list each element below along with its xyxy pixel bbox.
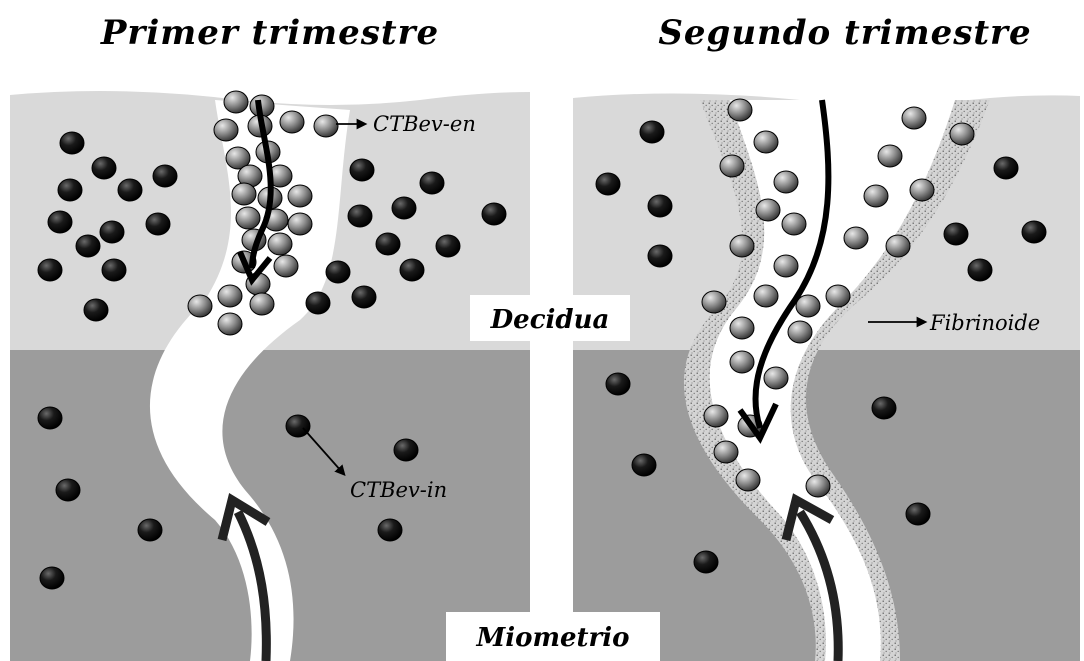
endovascular-trophoblast-cell — [232, 183, 256, 205]
endovascular-trophoblast-cell — [730, 317, 754, 339]
interstitial-trophoblast-cell — [138, 519, 162, 541]
interstitial-trophoblast-cell — [84, 299, 108, 321]
interstitial-trophoblast-cell — [968, 259, 992, 281]
interstitial-trophoblast-cell — [38, 407, 62, 429]
interstitial-trophoblast-cell — [118, 179, 142, 201]
interstitial-trophoblast-cell — [482, 203, 506, 225]
endovascular-trophoblast-cell — [826, 285, 850, 307]
endovascular-trophoblast-cell — [704, 405, 728, 427]
endovascular-trophoblast-cell — [214, 119, 238, 141]
endovascular-trophoblast-cell — [728, 99, 752, 121]
endovascular-trophoblast-cell — [806, 475, 830, 497]
interstitial-trophoblast-cell — [378, 519, 402, 541]
interstitial-trophoblast-cell — [146, 213, 170, 235]
endovascular-trophoblast-cell — [788, 321, 812, 343]
interstitial-trophoblast-cell — [100, 221, 124, 243]
interstitial-trophoblast-cell — [648, 195, 672, 217]
endovascular-trophoblast-cell — [864, 185, 888, 207]
interstitial-trophoblast-cell — [1022, 221, 1046, 243]
endovascular-trophoblast-cell — [224, 91, 248, 113]
interstitial-trophoblast-cell — [648, 245, 672, 267]
interstitial-trophoblast-cell — [76, 235, 100, 257]
interstitial-trophoblast-cell — [38, 259, 62, 281]
interstitial-trophoblast-cell — [400, 259, 424, 281]
endovascular-trophoblast-cell — [950, 123, 974, 145]
decidua-label: Decidua — [490, 305, 610, 335]
endovascular-trophoblast-cell — [754, 285, 778, 307]
interstitial-trophoblast-cell — [640, 121, 664, 143]
interstitial-trophoblast-cell — [694, 551, 718, 573]
interstitial-trophoblast-cell — [392, 197, 416, 219]
endovascular-trophoblast-cell — [782, 213, 806, 235]
interstitial-trophoblast-cell — [596, 173, 620, 195]
endovascular-trophoblast-cell — [844, 227, 868, 249]
interstitial-trophoblast-cell — [350, 159, 374, 181]
miometrio-label: Miometrio — [476, 623, 630, 653]
interstitial-trophoblast-cell — [56, 479, 80, 501]
interstitial-trophoblast-cell — [326, 261, 350, 283]
endovascular-trophoblast-cell — [720, 155, 744, 177]
endovascular-trophoblast-cell — [910, 179, 934, 201]
endovascular-trophoblast-cell — [764, 367, 788, 389]
endovascular-trophoblast-cell — [288, 213, 312, 235]
ctbev-en-label: CTBev-en — [373, 112, 476, 136]
interstitial-trophoblast-cell — [48, 211, 72, 233]
interstitial-trophoblast-cell — [92, 157, 116, 179]
interstitial-trophoblast-cell — [906, 503, 930, 525]
endovascular-trophoblast-cell — [314, 115, 338, 137]
interstitial-trophoblast-cell — [994, 157, 1018, 179]
endovascular-trophoblast-cell — [714, 441, 738, 463]
endovascular-trophoblast-cell — [878, 145, 902, 167]
endovascular-trophoblast-cell — [188, 295, 212, 317]
endovascular-trophoblast-cell — [774, 171, 798, 193]
interstitial-trophoblast-cell — [944, 223, 968, 245]
endovascular-trophoblast-cell — [274, 255, 298, 277]
endovascular-trophoblast-cell — [736, 469, 760, 491]
interstitial-trophoblast-cell — [632, 454, 656, 476]
endovascular-trophoblast-cell — [288, 185, 312, 207]
interstitial-trophoblast-cell — [436, 235, 460, 257]
left-title: Primer trimestre — [100, 13, 439, 53]
interstitial-trophoblast-cell — [58, 179, 82, 201]
interstitial-trophoblast-cell — [286, 415, 310, 437]
interstitial-trophoblast-cell — [102, 259, 126, 281]
interstitial-trophoblast-cell — [153, 165, 177, 187]
interstitial-trophoblast-cell — [872, 397, 896, 419]
endovascular-trophoblast-cell — [702, 291, 726, 313]
endovascular-trophoblast-cell — [236, 207, 260, 229]
endovascular-trophoblast-cell — [730, 351, 754, 373]
endovascular-trophoblast-cell — [218, 313, 242, 335]
endovascular-trophoblast-cell — [756, 199, 780, 221]
interstitial-trophoblast-cell — [606, 373, 630, 395]
interstitial-trophoblast-cell — [40, 567, 64, 589]
interstitial-trophoblast-cell — [352, 286, 376, 308]
interstitial-trophoblast-cell — [394, 439, 418, 461]
fibrinoide-label: Fibrinoide — [929, 311, 1040, 335]
endovascular-trophoblast-cell — [886, 235, 910, 257]
interstitial-trophoblast-cell — [420, 172, 444, 194]
ctbev-in-label: CTBev-in — [350, 478, 447, 502]
endovascular-trophoblast-cell — [250, 293, 274, 315]
right-title: Segundo trimestre — [658, 13, 1031, 53]
endovascular-trophoblast-cell — [754, 131, 778, 153]
interstitial-trophoblast-cell — [60, 132, 84, 154]
interstitial-trophoblast-cell — [376, 233, 400, 255]
endovascular-trophoblast-cell — [730, 235, 754, 257]
endovascular-trophoblast-cell — [774, 255, 798, 277]
endovascular-trophoblast-cell — [268, 233, 292, 255]
interstitial-trophoblast-cell — [348, 205, 372, 227]
interstitial-trophoblast-cell — [306, 292, 330, 314]
endovascular-trophoblast-cell — [280, 111, 304, 133]
endovascular-trophoblast-cell — [218, 285, 242, 307]
endovascular-trophoblast-cell — [902, 107, 926, 129]
